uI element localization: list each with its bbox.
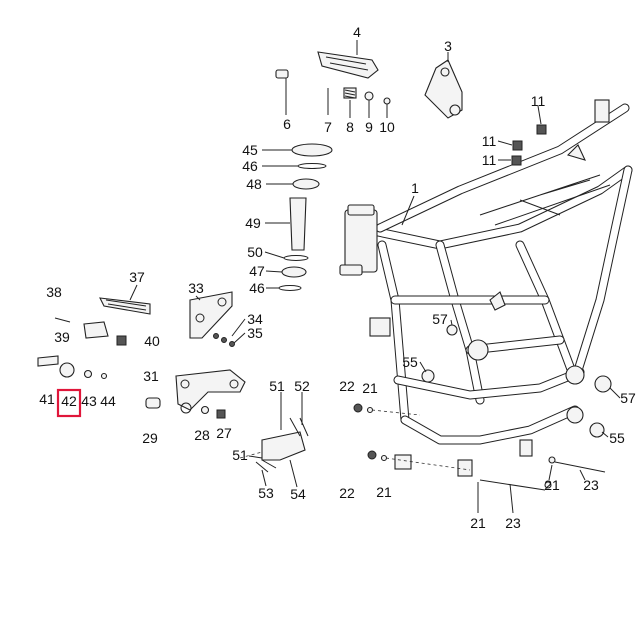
part-plate-33 [189, 291, 235, 347]
callout-label: 54 [290, 486, 306, 502]
callout-label: 57 [620, 390, 636, 406]
callout-label: 31 [143, 368, 159, 384]
callout-label: 37 [129, 269, 145, 285]
callout-label-highlighted: 42 [61, 393, 77, 409]
callout-label: 46 [242, 158, 258, 174]
part-pin-6 [275, 69, 289, 115]
callout-label: 22 [339, 485, 355, 501]
callout-label: 43 [81, 393, 97, 409]
callout-label: 6 [283, 116, 291, 132]
callout-label: 46 [249, 280, 265, 296]
callout-label: 35 [247, 325, 263, 341]
callout-label: 11 [482, 133, 497, 149]
callout-label: 49 [245, 215, 261, 231]
callout-label: 4 [353, 24, 361, 40]
part-bracket-3 [424, 59, 463, 119]
part-footrest-upper [317, 51, 379, 79]
callout-label: 21 [470, 515, 486, 531]
callout-label: 1 [411, 180, 419, 196]
part-bracket-31 [145, 369, 246, 419]
callout-label: 21 [376, 484, 392, 500]
part-pivot-38-40 [54, 317, 127, 346]
highlight-box [56, 388, 82, 418]
callout-label: 55 [402, 354, 418, 370]
part-grommets [421, 324, 612, 438]
callout-label: 47 [249, 263, 265, 279]
part-nuts-11 [511, 124, 547, 166]
callout-label: 52 [294, 378, 310, 394]
callout-label: 7 [324, 119, 332, 135]
leader-lines [129, 40, 621, 514]
callout-label: 22 [339, 378, 355, 394]
callout-label: 45 [242, 142, 258, 158]
callout-label: 3 [444, 38, 452, 54]
part-pin-41-44 [37, 355, 108, 380]
callout-label: 41 [39, 391, 55, 407]
callout-label: 21 [544, 477, 560, 493]
callout-label: 27 [216, 425, 232, 441]
part-bolts-21-23 [353, 403, 606, 491]
callout-label: 9 [365, 119, 373, 135]
callout-label: 55 [609, 430, 625, 446]
part-footrest-37 [99, 297, 151, 315]
main-frame [339, 99, 633, 477]
callout-label: 29 [142, 430, 158, 446]
callout-label: 21 [362, 380, 378, 396]
callout-label: 51 [269, 378, 285, 394]
callout-label: 44 [100, 393, 116, 409]
callout-label: 28 [194, 427, 210, 443]
callout-label: 23 [505, 515, 521, 531]
callout-label: 8 [346, 119, 354, 135]
callout-label: 51 [232, 447, 248, 463]
part-small-7-10 [327, 87, 391, 118]
callout-label: 48 [246, 176, 262, 192]
callout-label: 11 [482, 152, 497, 168]
callout-label: 10 [379, 119, 395, 135]
callout-label: 34 [247, 311, 263, 327]
callout-label: 11 [531, 93, 546, 109]
part-bracket-54 [239, 417, 309, 473]
callout-label: 40 [144, 333, 160, 349]
callout-label: 33 [188, 280, 204, 296]
callout-label: 50 [247, 244, 263, 260]
callout-label: 23 [583, 477, 599, 493]
callout-label: 39 [54, 329, 70, 345]
callout-labels: 4 3 6 7 8 9 10 11 11 11 1 45 46 48 49 50… [39, 24, 636, 531]
callout-label: 57 [432, 311, 448, 327]
callout-label: 53 [258, 485, 274, 501]
callout-label: 38 [46, 284, 62, 300]
